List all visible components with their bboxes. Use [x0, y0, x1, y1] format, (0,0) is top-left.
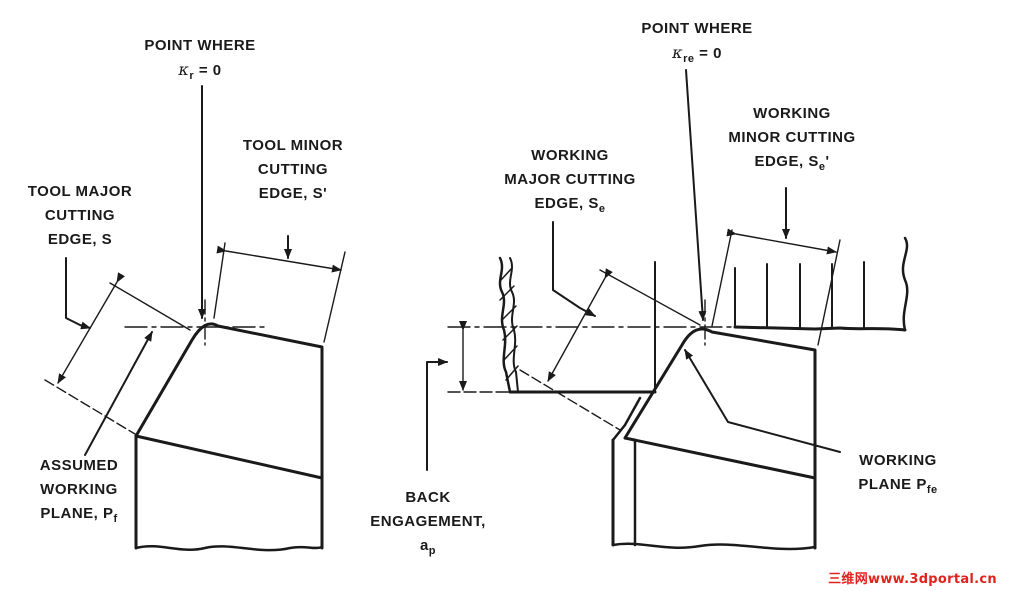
working-minor-cutting-edge-label: WORKING MINOR CUTTING EDGE, Se' [728, 105, 856, 173]
assumed-working-plane-label: ASSUMED WORKING PLANE, Pf [39, 457, 119, 525]
left-reference-lines [44, 85, 346, 456]
left-tool-body [134, 322, 324, 552]
tool-major-cutting-edge-label: TOOL MAJOR CUTTING EDGE, S [27, 183, 133, 248]
watermark: 三维网www.3dportal.cn [828, 572, 997, 587]
working-plane-label: WORKING PLANE Pfe [858, 452, 938, 496]
back-engagement-label: BACK ENGAGEMENT, ap [370, 489, 486, 557]
right-tool-body [611, 327, 817, 551]
right-reference-lines [426, 69, 841, 471]
working-major-cutting-edge-label: WORKING MAJOR CUTTING EDGE, Se [504, 147, 636, 215]
point-where-kre-label: POINT WHERE κre = 0 [641, 20, 753, 65]
point-where-kr-label: POINT WHERE κr = 0 [144, 37, 256, 82]
tool-minor-cutting-edge-label: TOOL MINOR CUTTING EDGE, S' [242, 137, 344, 202]
